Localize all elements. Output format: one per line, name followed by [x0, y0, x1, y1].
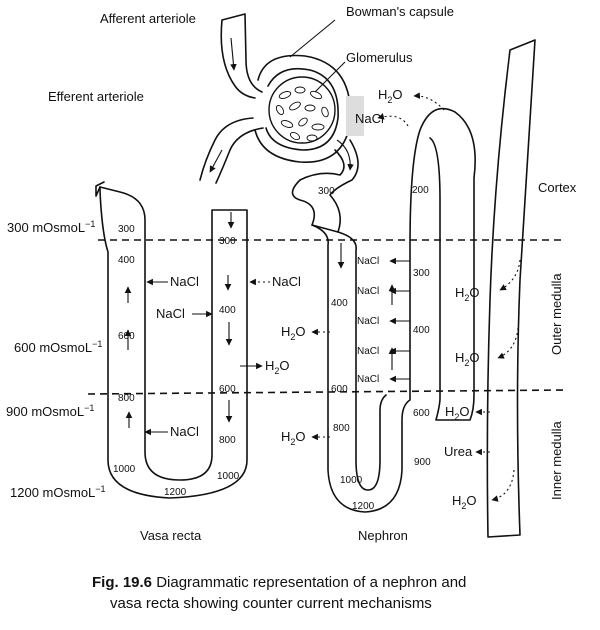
dotted-nacl-pct [377, 113, 409, 127]
label-nephron: Nephron [358, 528, 408, 543]
h2o-cd-3: H2O [445, 404, 470, 422]
pct-shading [346, 96, 364, 136]
n-val-8: 600 [413, 408, 430, 419]
nephron-values: 300 200 400 600 800 1000 1200 900 600 40… [318, 185, 431, 512]
nacl-vr-3: NaCl [170, 424, 199, 439]
nacl-vr-1: NaCl [170, 274, 199, 289]
label-afferent: Afferent arteriole [100, 11, 196, 26]
osm-900: 900 mOsmoL−1 [6, 403, 94, 419]
arrow-afferent [230, 37, 237, 71]
loop-of-henle [311, 107, 476, 513]
h2o-vr: H2O [265, 358, 290, 376]
leader-bowman [289, 19, 336, 58]
h2o-cd-1: H2O [455, 285, 480, 303]
n-val-1: 200 [412, 185, 429, 196]
glomerulus-tuft [268, 76, 336, 144]
caption-line-1: Fig. 19.6 Diagrammatic representation of… [92, 574, 466, 591]
nacl-n-5: NaCl [357, 374, 379, 385]
nacl-vr-2: NaCl [156, 306, 185, 321]
nacl-n-1: NaCl [357, 256, 379, 267]
h2o-pct: H2O [378, 87, 403, 105]
n-val-6: 1200 [352, 501, 375, 512]
vr-val-4: 1000 [113, 464, 136, 475]
label-efferent: Efferent arteriole [48, 89, 144, 104]
n-val-3: 600 [331, 384, 348, 395]
label-vasa-recta: Vasa recta [140, 528, 202, 543]
vr-val-2: 600 [118, 331, 135, 342]
n-val-9: 400 [413, 325, 430, 336]
label-inner-medulla: Inner medulla [549, 420, 564, 500]
osm-300: 300 mOsmoL−1 [7, 219, 95, 235]
vr-val-5: 1200 [164, 487, 187, 498]
nacl-n-4: NaCl [357, 346, 379, 357]
caption-line-2: vasa recta showing counter current mecha… [110, 595, 432, 612]
n-val-2: 400 [331, 298, 348, 309]
afferent-arteriole [220, 13, 263, 99]
dotted-h2o-cd-4 [491, 469, 515, 502]
h2o-cd-4: H2O [452, 493, 477, 511]
label-cortex: Cortex [538, 180, 577, 195]
figure-caption: Fig. 19.6 Diagrammatic representation of… [92, 574, 466, 612]
h2o-desc-2: H2O [281, 429, 306, 447]
vr-val-7: 800 [219, 435, 236, 446]
arrow-efferent [209, 149, 223, 173]
n-val-5: 1000 [340, 475, 363, 486]
vasa-recta-hook [95, 181, 105, 197]
nacl-n-2: NaCl [357, 286, 379, 297]
dotted-h2o-pct [413, 92, 445, 111]
arrow-pct [336, 139, 354, 171]
h2o-labels: H2O H2O H2O H2O H2O H2O H2O H2O [265, 87, 480, 511]
nacl-n-3: NaCl [357, 316, 379, 327]
dotted-h2o-cd-3 [497, 327, 519, 359]
n-val-7: 900 [414, 457, 431, 468]
bowmans-capsule-inner [265, 67, 339, 151]
label-outer-medulla: Outer medulla [549, 273, 564, 355]
collecting-duct [486, 39, 536, 538]
proximal-tubule [291, 139, 359, 233]
leader-glomerulus [314, 61, 346, 93]
nacl-vr-4: NaCl [272, 274, 301, 289]
label-nacl-pct: NaCl [355, 111, 384, 126]
h2o-desc-1: H2O [281, 324, 306, 342]
osm-1200: 1200 mOsmoL−1 [10, 484, 106, 500]
vasa-recta-values: 300 400 600 800 1000 1200 1000 800 600 4… [113, 224, 240, 498]
efferent-arteriole [199, 117, 264, 184]
h2o-cd-2: H2O [455, 350, 480, 368]
vr-val-1: 400 [118, 255, 135, 266]
n-val-0: 300 [318, 186, 335, 197]
label-bowman: Bowman's capsule [346, 4, 454, 19]
vr-val-0: 300 [118, 224, 135, 235]
label-urea: Urea [444, 444, 473, 459]
boundary-900 [87, 389, 566, 395]
osm-600: 600 mOsmoL−1 [14, 339, 102, 355]
vr-val-3: 800 [118, 393, 135, 404]
vr-val-10: 300 [219, 236, 236, 247]
vasa-recta-outer [99, 186, 248, 499]
vr-val-9: 400 [219, 305, 236, 316]
dotted-h2o-cd-2 [499, 259, 521, 291]
vr-val-8: 600 [219, 384, 236, 395]
vr-val-6: 1000 [217, 471, 240, 482]
n-val-4: 800 [333, 423, 350, 434]
label-glomerulus: Glomerulus [346, 50, 413, 65]
osmolarity-scale: 300 mOsmoL−1 600 mOsmoL−1 900 mOsmoL−1 1… [6, 219, 106, 500]
n-val-10: 300 [413, 268, 430, 279]
